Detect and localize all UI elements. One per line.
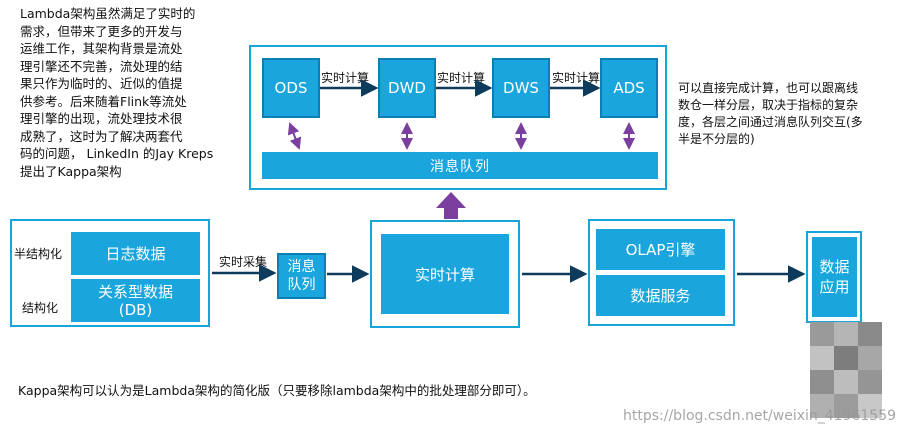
data-application-box: 数据 应用 [812,237,857,317]
message-queue-label: 消息队列 [430,158,490,175]
relational-db-sublabel: (DB) [118,300,153,319]
left-note-line: 理引擎还不完善，流处理的结 [20,58,183,74]
semi-structured-label: 半结构化 [14,247,63,261]
right-note-line: 可以直接完成计算，也可以跟离线 [678,81,859,95]
relational-db-label: 关系型数据 [97,282,173,301]
ads-label: ADS [613,79,645,97]
left-note-line: 码的问题， LinkedIn 的Jay Kreps [20,146,214,161]
left-note-line: 提出了Kappa架构 [20,163,122,179]
ods-label: ODS [274,79,308,97]
data-application-line2: 应用 [819,278,850,296]
right-note-line: 数仓一样分层，取决于指标的复杂 [678,98,859,112]
dws-label: DWS [503,79,539,97]
message-queue-box: 消息 队列 [277,253,326,299]
left-note-line: 供参考。后来随着Flink等流处 [20,93,187,109]
ods-box: ODS [262,58,320,118]
right-note-line: 度，各层之间通过消息队列交互(多 [678,115,863,129]
ads-box: ADS [600,58,658,118]
data-service-box: 数据服务 [596,275,725,316]
message-queue-box-line2: 队列 [287,277,316,293]
realtime-compute-box: 实时计算 [381,234,509,314]
watermark-text: https://blog.csdn.net/weixin_41961559 [623,408,897,424]
right-note: 可以直接完成计算，也可以跟离线 数仓一样分层，取决于指标的复杂 度，各层之间通过… [678,80,898,148]
message-queue-box-line1: 消息 [287,259,316,275]
left-note-line: Lambda架构虽然满足了实时的 [20,6,196,21]
left-note: Lambda架构虽然满足了实时的 需求，但带来了更多的开发与 运维工作，其架构背… [20,5,240,180]
structured-label: 结构化 [22,301,59,315]
arrow-label-dwd-dws: 实时计算 [437,71,486,85]
dws-box: DWS [492,58,550,118]
left-note-line: 理引擎的出现，流处理技术很 [20,111,183,126]
log-data-box: 日志数据 [71,232,200,275]
dwd-label: DWD [388,79,426,97]
arrow-compute-up [436,192,466,219]
data-service-label: 数据服务 [630,287,691,305]
right-note-line: 半是不分层的) [678,132,755,146]
dwd-box: DWD [378,58,436,118]
data-application-line1: 数据 [819,258,850,276]
footer-text: Kappa架构可以认为是Lambda架构的简化版（只要移除lambda架构中的批… [18,383,536,398]
olap-engine-box: OLAP引擎 [596,229,725,270]
arrow-label-ods-dwd: 实时计算 [321,71,370,85]
realtime-compute-label: 实时计算 [414,265,475,284]
olap-engine-label: OLAP引擎 [625,241,696,259]
left-note-line: 需求，但带来了更多的开发与 [20,23,183,39]
left-note-line: 运维工作，其架构背景是流处 [20,41,183,56]
left-note-line: 果只作为临时的、近似的值提 [20,76,183,91]
mosaic-image [810,322,882,418]
log-data-label: 日志数据 [105,245,166,263]
left-note-line: 成熟了，这时为了解决两套代 [20,128,183,144]
collect-label: 实时采集 [219,255,268,269]
relational-db-box: 关系型数据 (DB) [71,279,200,322]
message-queue-bar: 消息队列 [262,152,658,179]
arrow-ods-queue [287,122,302,150]
